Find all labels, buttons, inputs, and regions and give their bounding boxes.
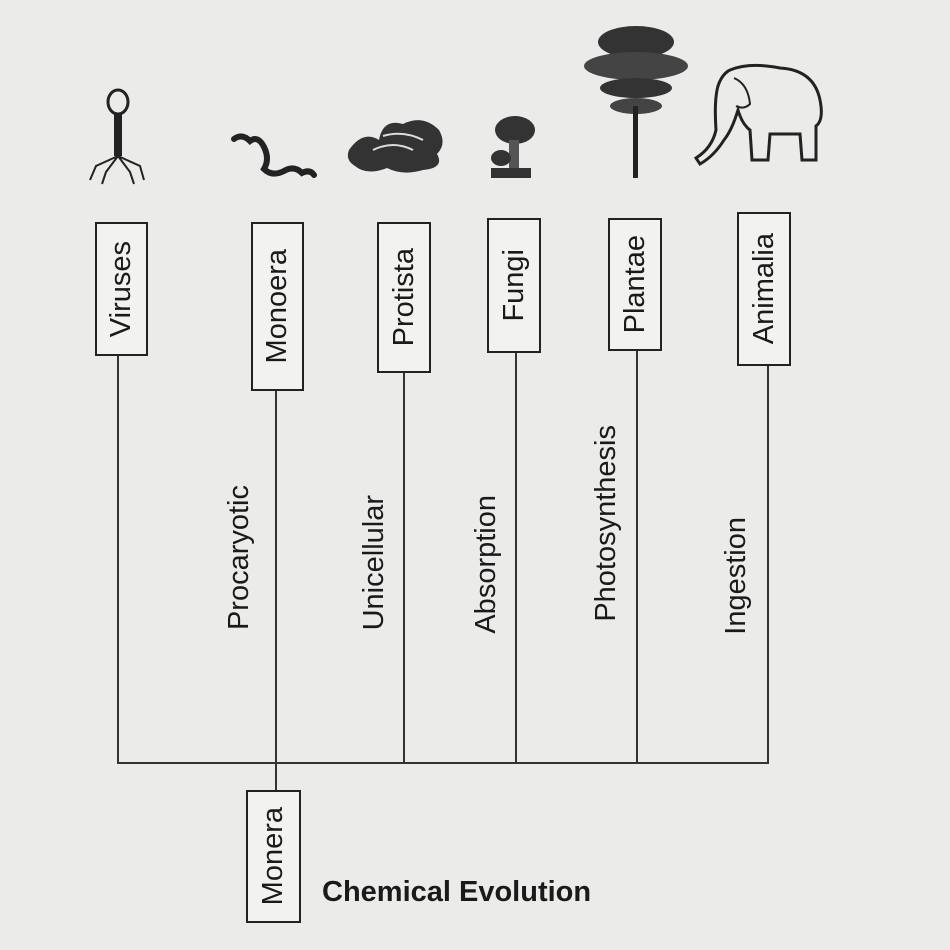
branch-label-absorption: Absorption [470, 495, 502, 634]
kingdom-label: Viruses [105, 240, 137, 338]
kingdom-box-fungi: Fungi [487, 218, 541, 353]
virus-icon [89, 88, 145, 185]
fungi-branch-line [515, 352, 517, 764]
root-label: Monera [257, 807, 289, 906]
viruses-branch-line [117, 355, 119, 764]
protista-branch-line [403, 372, 405, 764]
kingdom-box-animalia: Animalia [737, 212, 791, 366]
branch-label-unicellular: Unicellular [358, 495, 390, 631]
kingdom-label: Monoera [261, 249, 293, 364]
kingdom-box-monoera: Monoera [251, 222, 304, 391]
kingdom-box-viruses: Viruses [95, 222, 148, 356]
branch-label-ingestion: Ingestion [720, 517, 752, 635]
tree-icon [584, 26, 688, 178]
kingdom-box-plantae: Plantae [608, 218, 662, 351]
bacteria-icon [231, 133, 317, 178]
plantae-branch-line [636, 350, 638, 764]
protist-icon [347, 120, 443, 173]
kingdom-label: Fungi [497, 249, 530, 322]
elephant-icon [693, 63, 823, 166]
branch-label-photosynthesis: Photosynthesis [590, 425, 622, 622]
caption-chemical-evolution: Chemical Evolution [322, 876, 592, 908]
root-box-monera: Monera [246, 790, 301, 923]
kingdom-label: Plantae [618, 235, 651, 334]
kingdom-label: Protista [387, 248, 420, 347]
mushroom-icon [491, 116, 535, 178]
kingdom-label: Animalia [747, 233, 780, 345]
kingdom-box-protista: Protista [377, 222, 431, 373]
common-trunk-line [117, 762, 769, 764]
animalia-branch-line [767, 365, 769, 764]
branch-label-procaryotic: Procaryotic [223, 485, 255, 631]
monoera-branch-line [275, 390, 277, 792]
